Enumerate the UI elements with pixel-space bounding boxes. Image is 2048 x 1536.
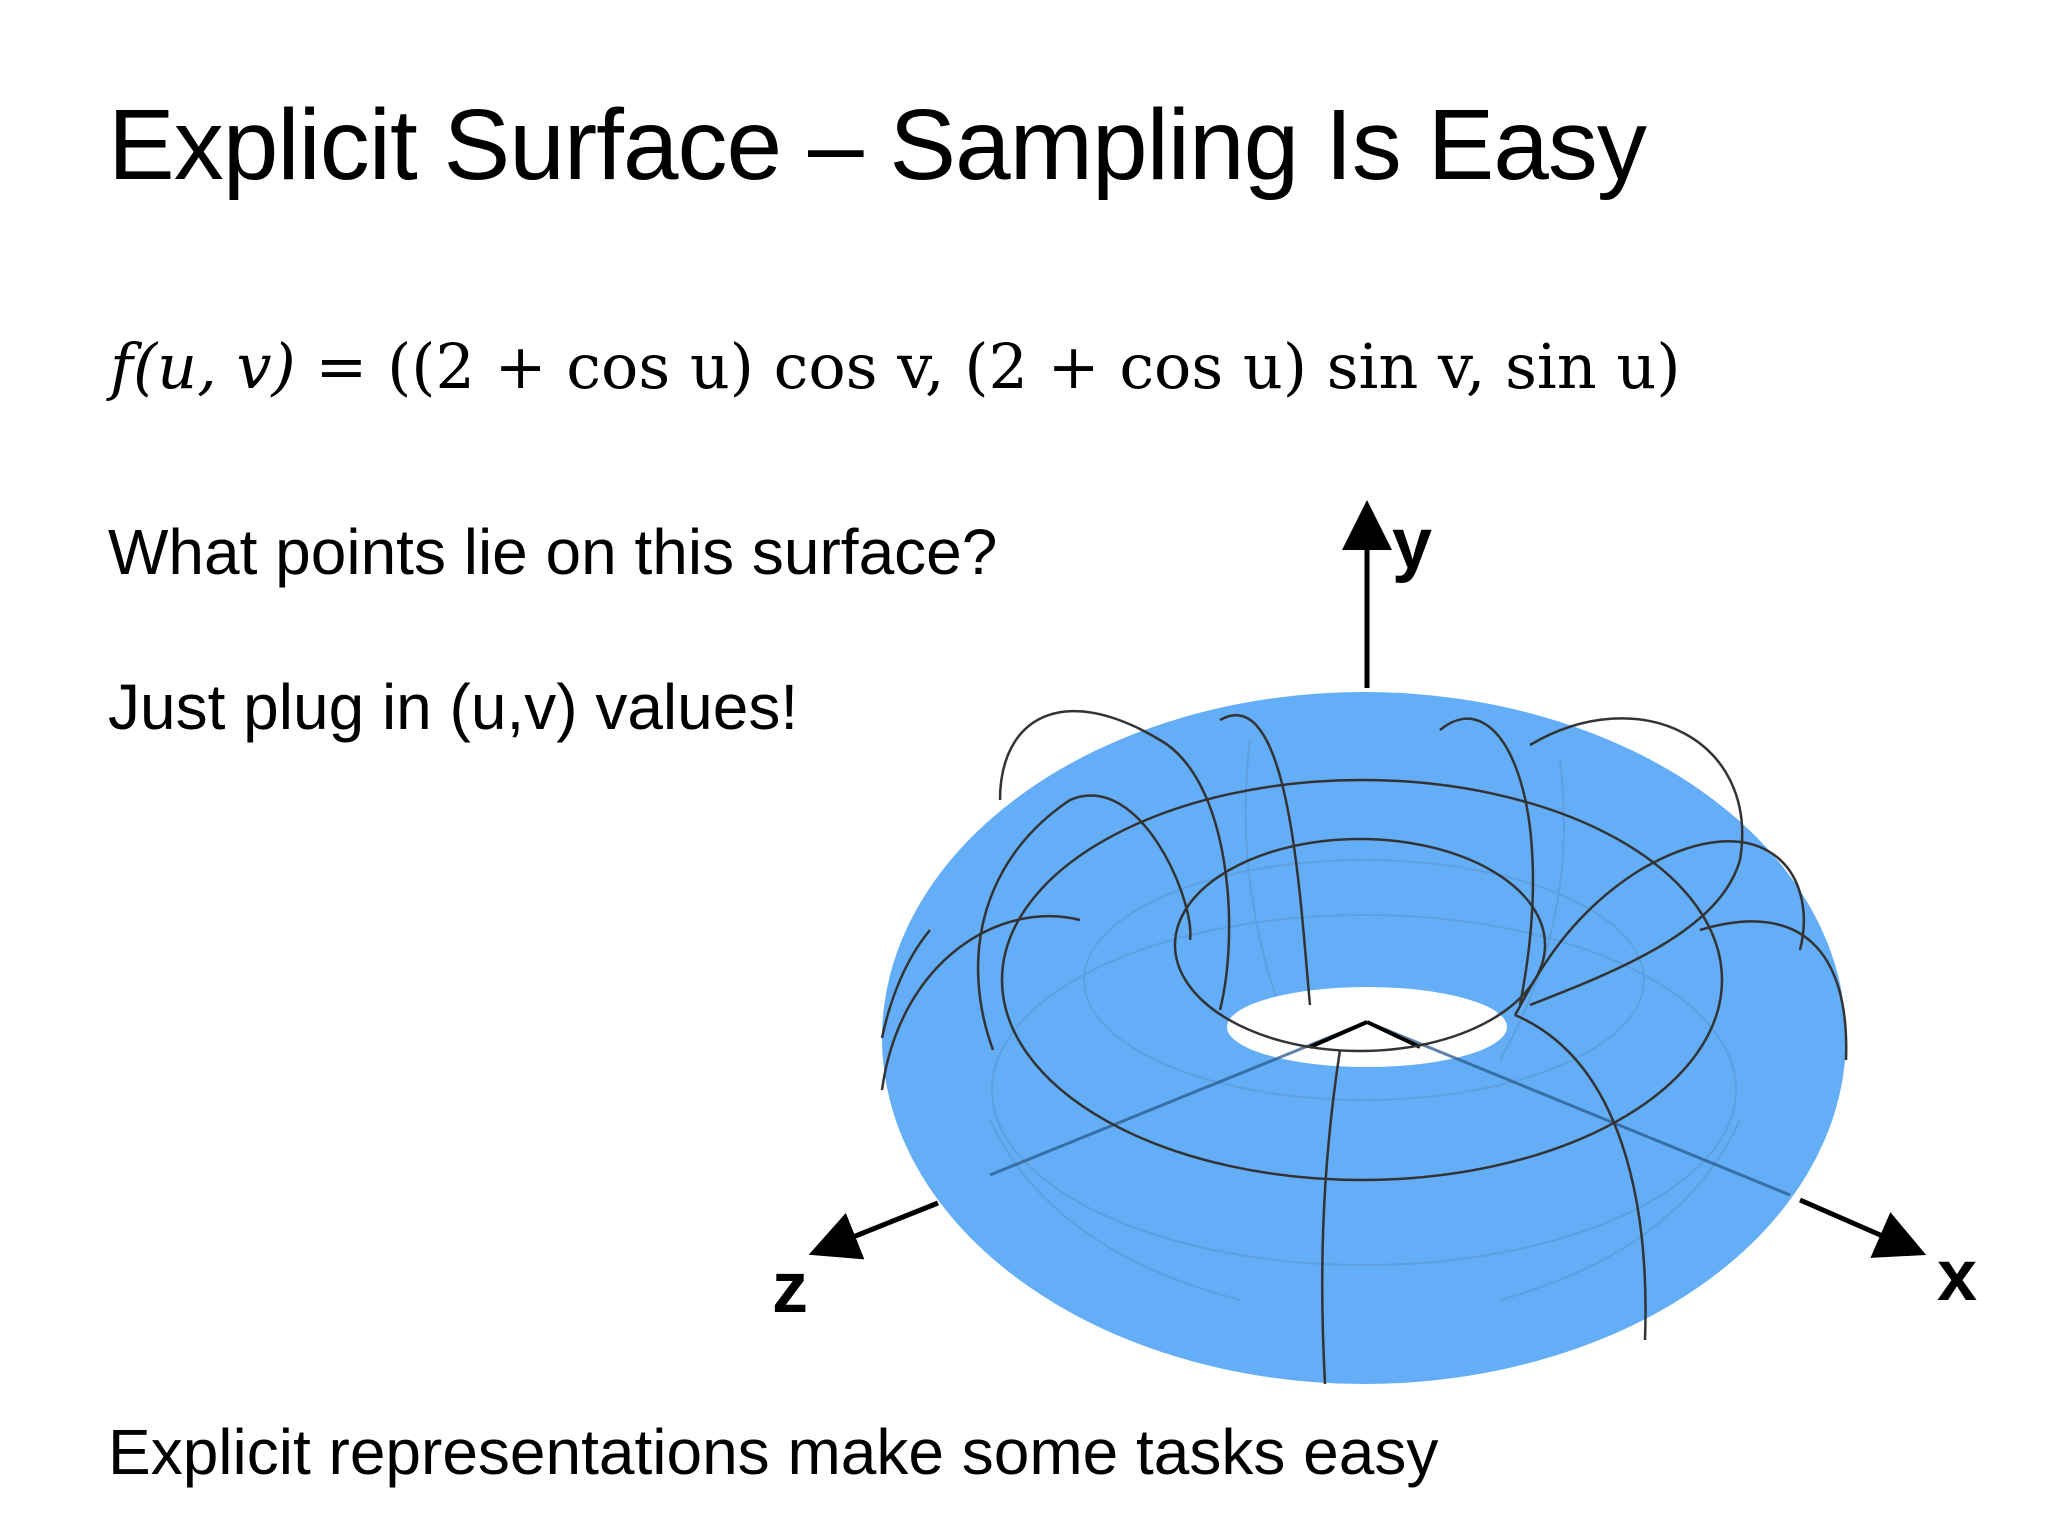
formula-rhs: ((2 + cos u) cos v, (2 + cos u) sin v, s…: [387, 330, 1681, 403]
z-axis-label: z: [772, 1248, 808, 1328]
torus-wireframe: [880, 709, 1848, 1385]
hole-axes: [1309, 1020, 1421, 1049]
formula-lhs: f(u, v): [110, 330, 296, 403]
slide-title: Explicit Surface – Sampling Is Easy: [108, 89, 1647, 201]
torus-hole: [1227, 987, 1507, 1067]
x-axis-label: x: [1937, 1236, 1977, 1316]
answer-text: Just plug in (u,v) values!: [108, 671, 799, 743]
coordinate-axes: [808, 500, 1927, 1260]
torus-back-grid: [989, 739, 1741, 1301]
x-axis: [1799, 1197, 1927, 1258]
y-axis-label: y: [1392, 504, 1432, 584]
formula-equals: =: [295, 330, 388, 403]
hidden-axes: [989, 1020, 1791, 1197]
footer-text: Explicit representations make some tasks…: [108, 1416, 1439, 1488]
parametric-formula: f(u, v) = ((2 + cos u) cos v, (2 + cos u…: [110, 330, 1681, 403]
z-axis: [808, 1200, 939, 1260]
question-text: What points lie on this surface?: [108, 516, 998, 588]
